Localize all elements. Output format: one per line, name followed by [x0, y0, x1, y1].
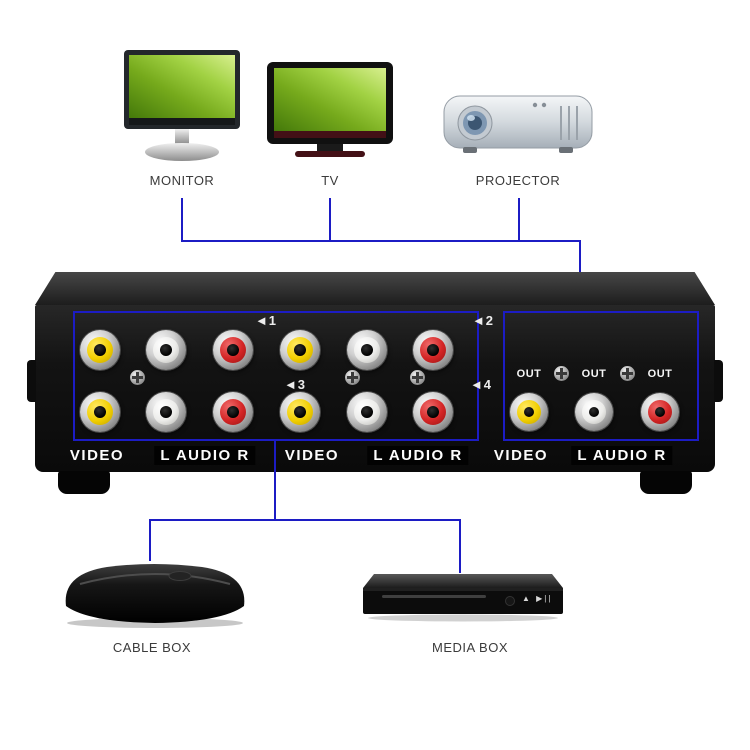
out-label-2: OUT: [581, 368, 607, 380]
input-3-audio-r-jack: [213, 392, 253, 432]
input-2-audio-l-jack: [347, 330, 387, 370]
input-2-audio-r-jack: [413, 330, 453, 370]
switch-box-right-tab: [714, 360, 723, 402]
wire-inputs-riser: [274, 441, 276, 521]
input-1-audio-l-jack: [146, 330, 186, 370]
input-1-audio-r-jack: [213, 330, 253, 370]
switch-box-foot-left: [58, 471, 110, 494]
input-4-audio-l-jack: [347, 392, 387, 432]
projector-label: PROJECTOR: [475, 173, 561, 188]
wire-tv-drop: [329, 198, 331, 242]
panel-label-video-out: VIDEO: [493, 447, 549, 464]
input-2-video-jack: [280, 330, 320, 370]
media-box-icon: [358, 566, 568, 627]
projector-icon: [443, 84, 593, 167]
out-label-3: OUT: [647, 368, 673, 380]
panel-label-video-2: VIDEO: [284, 447, 340, 464]
cable-box-icon: [52, 556, 257, 635]
panel-screw-2: [345, 370, 360, 385]
input-ports-frame: [73, 311, 479, 441]
panel-screw-1: [130, 370, 145, 385]
panel-label-audio-2: L AUDIO R: [367, 446, 469, 465]
port-marker-2: ◄2: [471, 313, 495, 328]
tv-icon: [267, 62, 393, 165]
panel-screw-4: [554, 366, 569, 381]
wire-top-bus: [181, 240, 581, 242]
panel-screw-5: [620, 366, 635, 381]
wire-monitor-drop: [181, 198, 183, 242]
wire-media-box-drop: [459, 519, 461, 573]
input-4-video-jack: [280, 392, 320, 432]
wire-cable-box-drop: [149, 519, 151, 561]
panel-label-audio-out: L AUDIO R: [571, 446, 673, 465]
port-marker-1: ◄1: [254, 313, 278, 328]
output-audio-l-jack: [575, 393, 613, 431]
switch-box-left-tab: [27, 360, 36, 402]
switch-box-top-face: [35, 272, 715, 305]
switch-box-foot-right: [640, 471, 692, 494]
monitor-icon: [117, 50, 247, 169]
out-label-1: OUT: [516, 368, 542, 380]
panel-screw-3: [410, 370, 425, 385]
monitor-label: MONITOR: [149, 173, 215, 188]
media-box-label: MEDIA BOX: [431, 640, 509, 655]
media-box-front-glyphs: ▲ ▶||: [522, 594, 553, 603]
input-3-video-jack: [80, 392, 120, 432]
panel-label-video-1: VIDEO: [69, 447, 125, 464]
panel-label-audio-1: L AUDIO R: [154, 446, 256, 465]
cable-box-label: CABLE BOX: [112, 640, 192, 655]
port-marker-3: ◄3: [283, 377, 307, 392]
input-1-video-jack: [80, 330, 120, 370]
input-4-audio-r-jack: [413, 392, 453, 432]
output-ports-frame: [503, 311, 699, 441]
wire-bottom-bus: [149, 519, 461, 521]
tv-label: TV: [321, 173, 339, 188]
wire-projector-drop: [518, 198, 520, 242]
output-video-jack: [510, 393, 548, 431]
input-3-audio-l-jack: [146, 392, 186, 432]
port-marker-4: ◄4: [469, 377, 493, 392]
output-audio-r-jack: [641, 393, 679, 431]
